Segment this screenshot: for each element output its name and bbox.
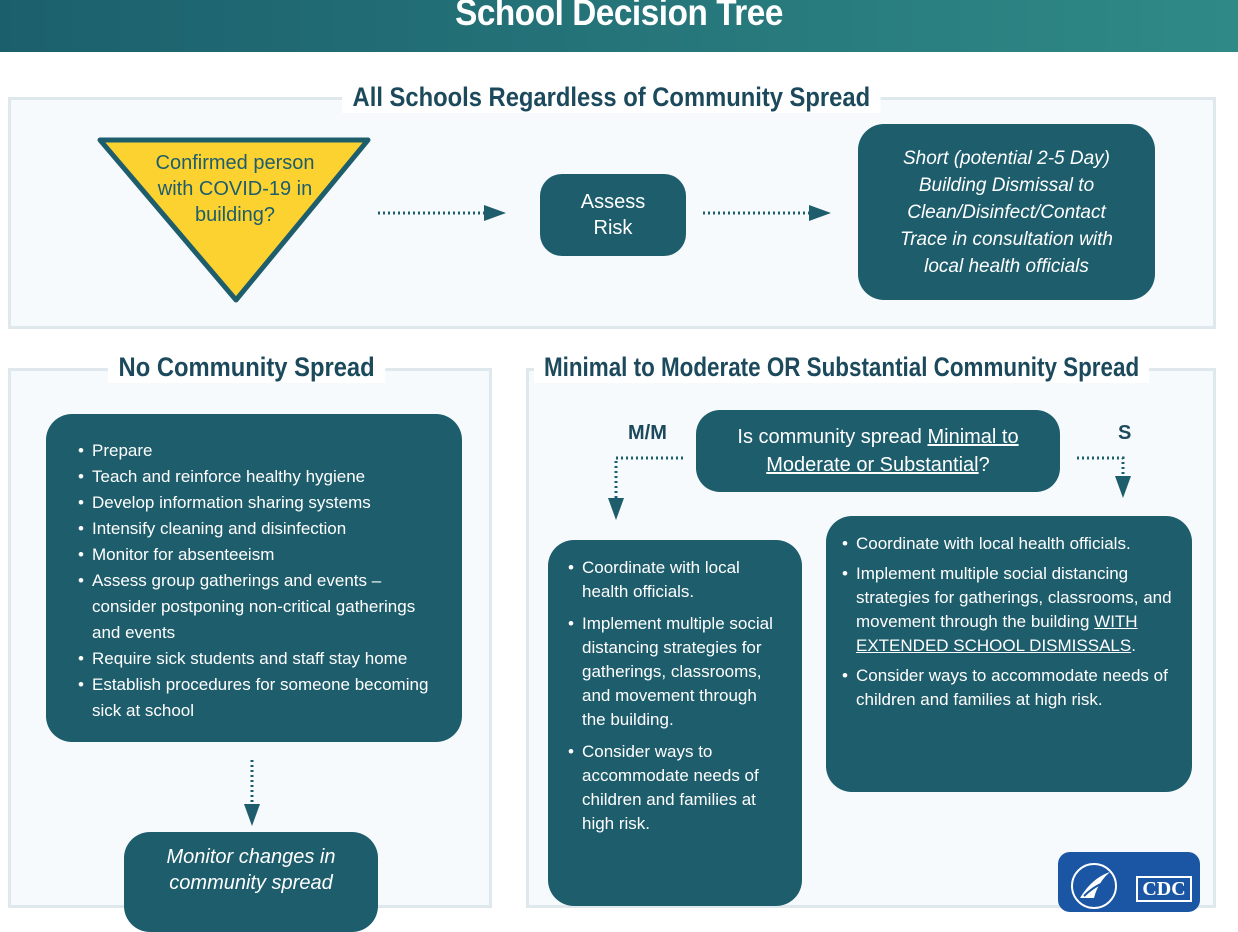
s-item2-text: Implement multiple social distancing str… [856, 564, 1172, 631]
list-item: Assess group gatherings and events – con… [76, 568, 436, 646]
s-actions-box: Coordinate with local health officials. … [826, 516, 1192, 792]
list-item: Prepare [76, 438, 436, 464]
arrow-mm-branch [614, 456, 683, 500]
spread-question-box: Is community spread Minimal to Moderate … [696, 410, 1060, 492]
list-item: Intensify cleaning and disinfection [76, 516, 436, 542]
community-spread-panel-title: Minimal to Moderate OR Substantial Commu… [534, 352, 1150, 383]
list-item: Consider ways to accommodate needs of ch… [566, 740, 784, 836]
question-emphasis: Minimal to Moderate or Substantial [766, 426, 1019, 476]
mm-actions-box: Coordinate with local health officials. … [548, 540, 802, 906]
monitor-text: Monitor changes in community spread [166, 846, 336, 894]
list-item: Establish procedures for someone becomin… [76, 672, 436, 724]
list-item: Coordinate with local health officials. [566, 556, 784, 604]
question-prefix: Is community spread [737, 426, 928, 448]
connector-layer [97, 137, 1131, 826]
list-item: Develop information sharing systems [76, 490, 436, 516]
decision-triangle [97, 137, 371, 303]
list-item: Consider ways to accommodate needs of ch… [840, 664, 1174, 712]
arrowhead-to-assess [484, 205, 506, 221]
list-item: Monitor for absenteeism [76, 542, 436, 568]
decision-triangle-text: Confirmed person with COVID-19 in buildi… [155, 152, 315, 226]
cdc-logo: CDC [1058, 852, 1200, 912]
arrowhead-mm-branch [608, 498, 624, 520]
assess-risk-text: Assess Risk [580, 191, 646, 239]
no-spread-actions-list: Prepare Teach and reinforce healthy hygi… [76, 438, 436, 724]
list-item: Implement multiple social distancing str… [840, 562, 1174, 658]
list-item: Coordinate with local health officials. [840, 532, 1174, 556]
mm-actions-list: Coordinate with local health officials. … [566, 556, 784, 836]
header-banner: School Decision Tree [0, 0, 1238, 52]
dismissal-box: Short (potential 2-5 Day) Building Dismi… [858, 124, 1155, 300]
question-suffix: ? [978, 454, 990, 476]
monitor-box: Monitor changes in community spread [124, 832, 378, 932]
all-schools-panel-title: All Schools Regardless of Community Spre… [342, 82, 881, 113]
s-item2-emphasis: WITH EXTENDED SCHOOL DISMISSALS [856, 612, 1138, 655]
list-item: Teach and reinforce healthy hygiene [76, 464, 436, 490]
s-item2-suffix: . [1131, 636, 1136, 655]
mm-branch-label: M/M [628, 422, 667, 444]
no-spread-panel-title: No Community Spread [108, 352, 386, 383]
arrowhead-to-monitor [244, 804, 260, 826]
list-item: Require sick students and staff stay hom… [76, 646, 436, 672]
no-spread-actions-box: Prepare Teach and reinforce healthy hygi… [46, 414, 462, 742]
s-actions-list: Coordinate with local health officials. … [840, 532, 1174, 712]
dismissal-text: Short (potential 2-5 Day) Building Dismi… [900, 147, 1113, 277]
arrowhead-to-dismissal [809, 205, 831, 221]
arrowhead-s-branch [1115, 476, 1131, 498]
assess-risk-box: Assess Risk [540, 174, 686, 256]
cdc-logo-text: CDC [1136, 876, 1192, 902]
spread-question-text: Is community spread Minimal to Moderate … [724, 423, 1032, 479]
list-item: Implement multiple social distancing str… [566, 612, 784, 732]
arrow-s-branch [1077, 456, 1125, 478]
s-branch-label: S [1118, 422, 1132, 444]
page-title: School Decision Tree [455, 0, 783, 33]
